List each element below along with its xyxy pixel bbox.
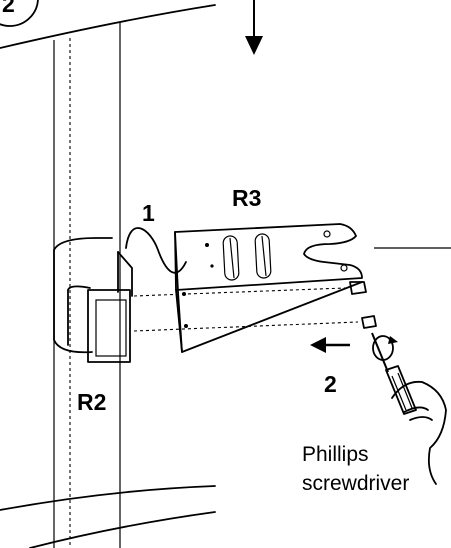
screw-lower-icon bbox=[361, 315, 377, 329]
bottom-curve-edge-2 bbox=[29, 511, 216, 548]
top-curve-edge bbox=[0, 4, 216, 49]
label-r3: R3 bbox=[232, 185, 261, 211]
label-step-2: 2 bbox=[324, 371, 337, 397]
label-step-1: 1 bbox=[142, 200, 155, 226]
r3-bracket bbox=[174, 223, 363, 353]
vertical-pole bbox=[53, 22, 121, 548]
step-badge-number: 2 bbox=[2, 0, 15, 17]
label-phillips: Phillips bbox=[302, 443, 369, 466]
down-arrow-icon bbox=[245, 0, 263, 55]
rotate-clockwise-icon bbox=[372, 335, 398, 361]
alignment-line-lower bbox=[133, 321, 359, 332]
screw-upper-icon bbox=[349, 281, 367, 295]
r2-clamp-mount bbox=[53, 237, 133, 363]
screwdriver-icon bbox=[371, 332, 417, 415]
left-arrow-icon bbox=[310, 337, 350, 353]
bottom-curve-edge bbox=[0, 485, 216, 511]
label-screwdriver: screwdriver bbox=[302, 472, 409, 495]
alignment-line-upper bbox=[133, 287, 346, 297]
step-badge: 2 bbox=[0, 0, 39, 27]
label-r2: R2 bbox=[77, 389, 106, 415]
hand-icon bbox=[391, 380, 447, 485]
